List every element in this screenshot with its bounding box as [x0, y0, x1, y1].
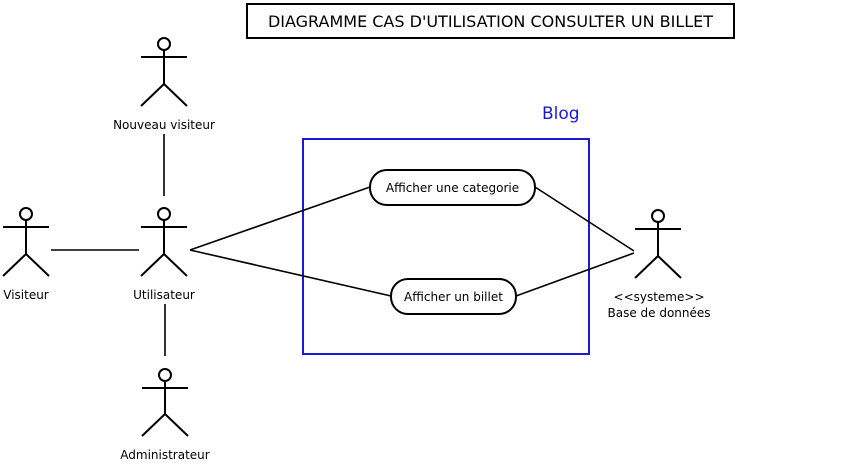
actor-base-de-donnees-stereotype: <<systeme>>: [613, 290, 705, 304]
actor-nouveau-visiteur-label: Nouveau visiteur: [113, 118, 215, 132]
actor-base-de-donnees-figure: [634, 209, 682, 279]
usecase-afficher-un-billet[interactable]: Afficher un billet: [390, 278, 517, 315]
actor-utilisateur-label: Utilisateur: [133, 288, 195, 302]
actor-utilisateur-figure: [140, 207, 188, 277]
actor-visiteur-figure: [2, 207, 50, 277]
usecase-afficher-une-categorie-label: Afficher une categorie: [385, 180, 520, 195]
actor-administrateur-figure: [141, 368, 189, 437]
usecase-afficher-une-categorie[interactable]: Afficher une categorie: [369, 169, 536, 206]
actor-administrateur-label: Administrateur: [120, 448, 210, 462]
actor-visiteur-label: Visiteur: [3, 288, 49, 302]
association-utilisateur-afficher-billet: [189, 249, 392, 297]
actor-nouveau-visiteur-figure: [140, 37, 188, 107]
system-boundary-label: Blog: [542, 104, 580, 124]
association-afficher-categorie-base-de-donnees: [534, 186, 635, 252]
association-utilisateur-afficher-categorie: [189, 186, 371, 251]
system-boundary: [302, 138, 590, 355]
actor-base-de-donnees-label: Base de données: [607, 306, 711, 320]
associations: [51, 134, 635, 356]
association-afficher-billet-base-de-donnees: [515, 252, 635, 297]
diagram-title: DIAGRAMME CAS D'UTILISATION CONSULTER UN…: [246, 3, 735, 39]
usecase-afficher-un-billet-label: Afficher un billet: [404, 289, 503, 304]
